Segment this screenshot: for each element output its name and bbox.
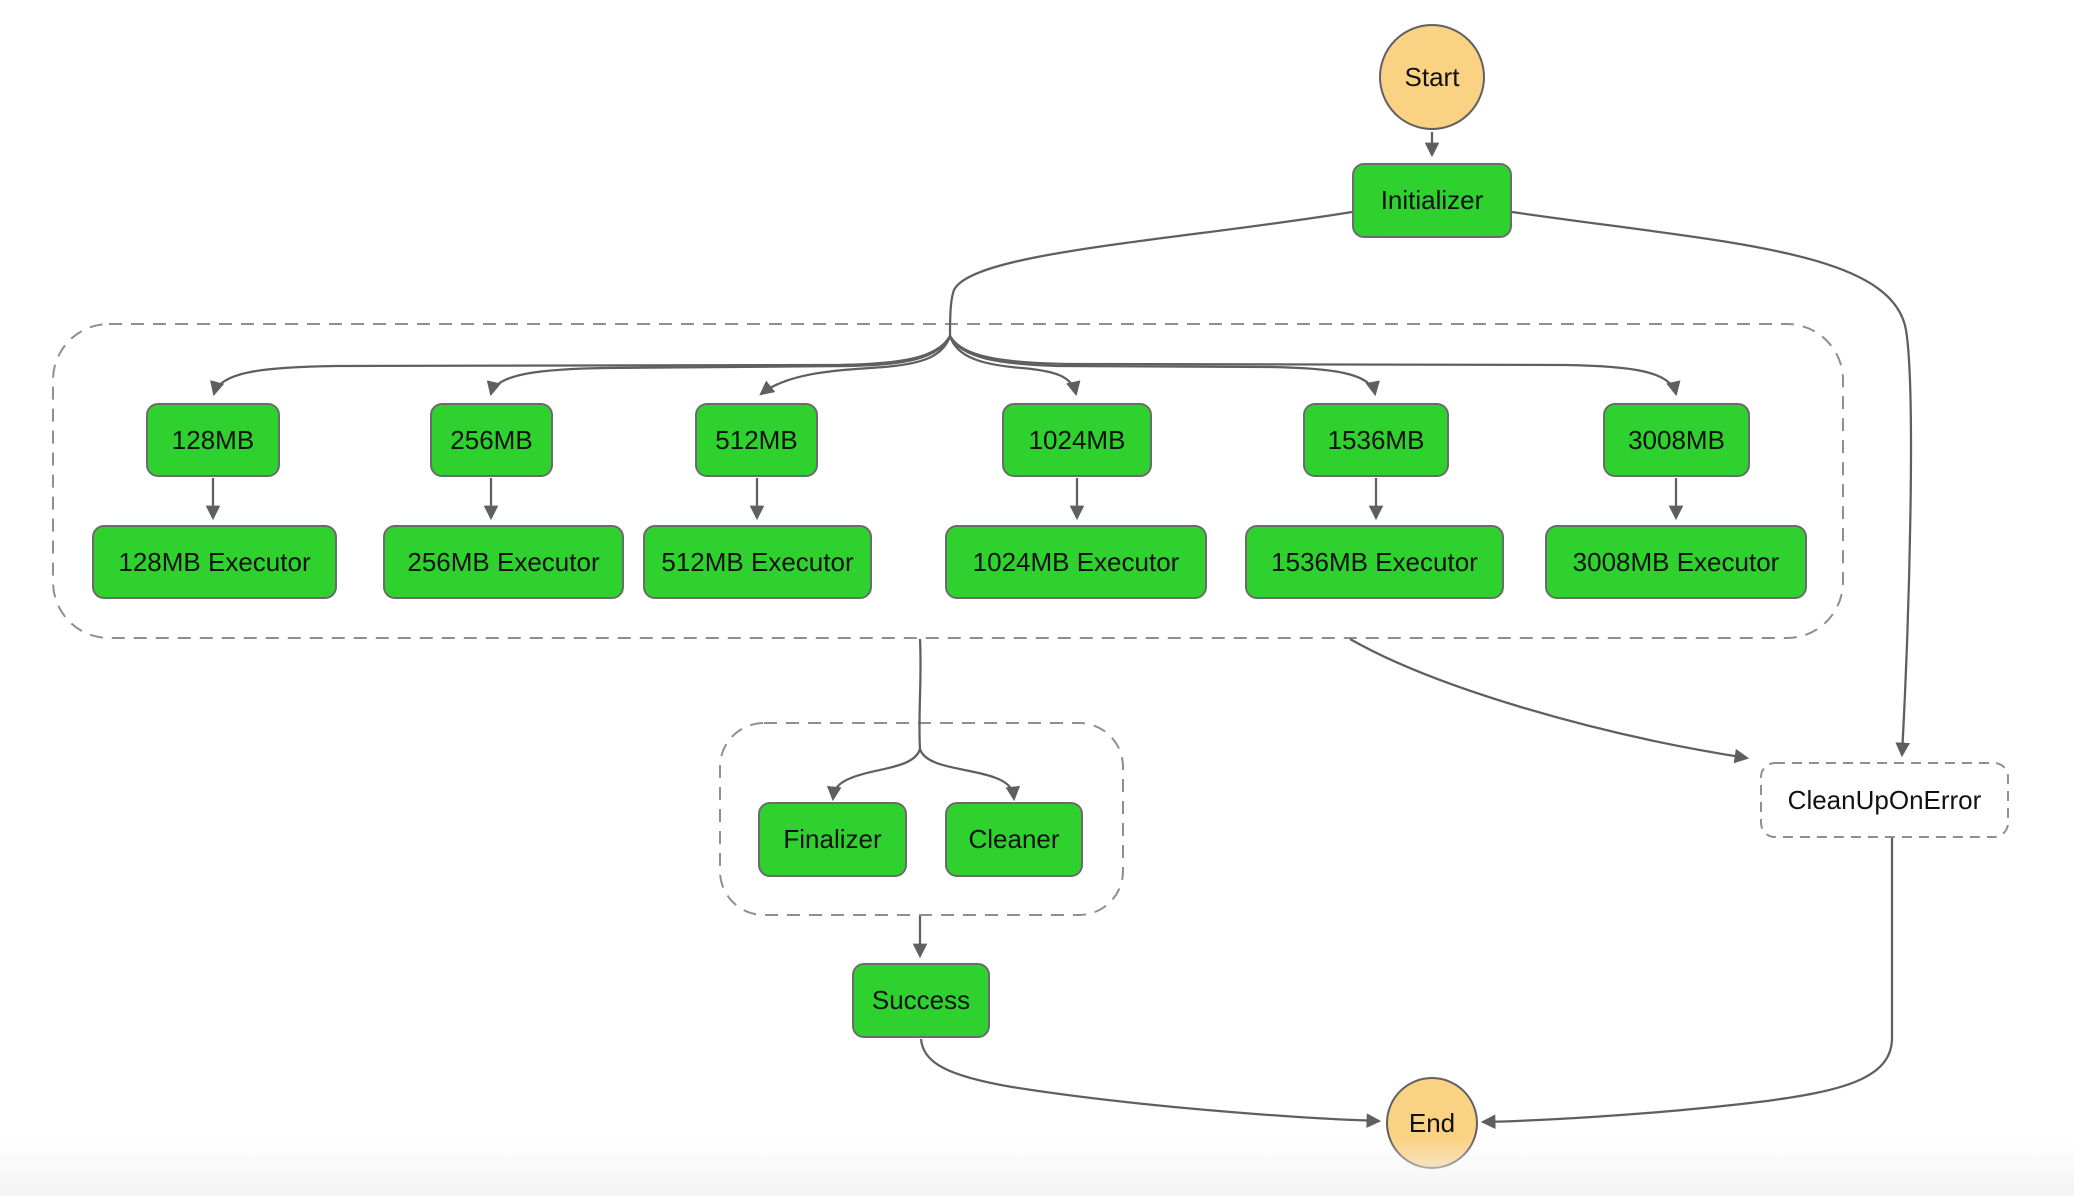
edge-initializer-cleanup xyxy=(1511,210,1913,758)
edge-fan-512mb xyxy=(759,335,952,396)
edge-fan-256mb xyxy=(486,335,952,397)
edge-cleanup-end xyxy=(1480,838,1894,1130)
executor-node-1024mb[interactable]: 1024MB Executor xyxy=(945,525,1207,599)
edge-map-parallel-stem xyxy=(918,638,922,750)
cleanup-on-error-node[interactable]: CleanUpOnError xyxy=(1787,784,1982,815)
initializer-node[interactable]: Initializer xyxy=(1352,163,1512,238)
chooser-node-3008mb[interactable]: 3008MB xyxy=(1603,403,1750,477)
edge-stem-finalizer xyxy=(826,748,922,802)
finalizer-node[interactable]: Finalizer xyxy=(758,802,907,877)
edge-success-end xyxy=(919,1038,1382,1128)
success-node[interactable]: Success xyxy=(852,963,990,1038)
cleanup-on-error-box xyxy=(1760,762,2009,838)
start-node: Start xyxy=(1379,24,1485,130)
chooser-node-128mb[interactable]: 128MB xyxy=(146,403,280,477)
cleaner-node[interactable]: Cleaner xyxy=(945,802,1083,877)
chooser-node-1024mb[interactable]: 1024MB xyxy=(1002,403,1152,477)
edge-fan-128mb xyxy=(210,335,951,397)
executor-node-3008mb[interactable]: 3008MB Executor xyxy=(1545,525,1807,599)
executor-node-128mb[interactable]: 128MB Executor xyxy=(92,525,337,599)
executor-node-512mb[interactable]: 512MB Executor xyxy=(643,525,872,599)
edge-fan-3008mb xyxy=(949,335,1681,397)
edge-map-cleanup xyxy=(1349,638,1750,764)
end-node: End xyxy=(1386,1077,1478,1169)
edge-fan-1536mb xyxy=(948,335,1380,397)
edge-initializer-fan xyxy=(948,210,1353,337)
edge-fan-1024mb xyxy=(948,335,1081,397)
chooser-node-512mb[interactable]: 512MB xyxy=(695,403,818,477)
chooser-node-1536mb[interactable]: 1536MB xyxy=(1303,403,1449,477)
map-iterator-container xyxy=(52,323,1844,639)
chooser-node-256mb[interactable]: 256MB xyxy=(430,403,553,477)
edge-stem-cleaner xyxy=(918,748,1021,802)
executor-node-256mb[interactable]: 256MB Executor xyxy=(383,525,624,599)
finalize-parallel-container xyxy=(719,722,1124,916)
executor-node-1536mb[interactable]: 1536MB Executor xyxy=(1245,525,1504,599)
